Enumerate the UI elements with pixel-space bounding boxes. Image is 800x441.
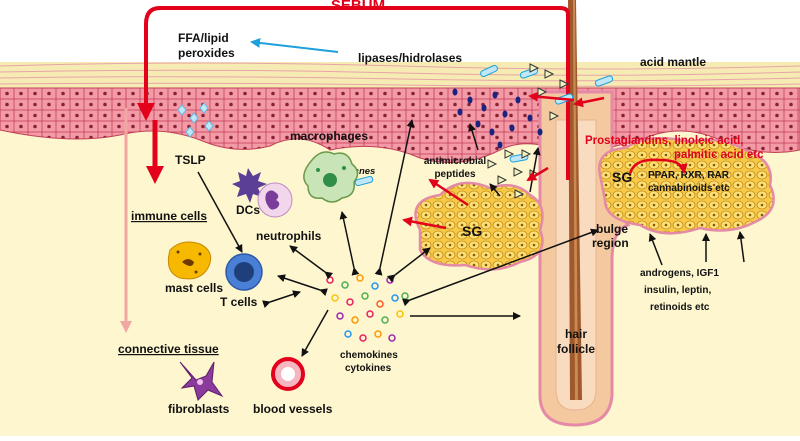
dendritic-cell [232,168,267,203]
chemokines-label-line1: chemokines [340,350,398,361]
fibroblasts-label: fibroblasts [168,402,230,416]
macrophage [303,151,359,203]
chemokine-cluster [326,274,409,342]
immune-cells-label: immune cells [131,209,207,223]
interaction-arrows [262,119,745,357]
prostaglandins-label-line2: palmitic acid etc [674,149,764,161]
dcs-label: DCs [236,203,260,217]
ffa-label-line2: peroxides [178,46,235,60]
prostaglandins-label-line1: Prostaglandins, linoleic acid, [585,135,743,147]
lipase-arrow [250,37,339,53]
mast-cell [167,241,212,280]
sebum-arrow [137,6,570,180]
sebum-label: SEBUM [331,0,385,14]
connective-tissue-label: connective tissue [118,342,219,356]
mast-cells-label: mast cells [165,281,223,295]
hair-follicle-label-line1: hair [565,327,587,341]
bulge-label-line1: bulge [596,222,628,236]
sg-left-label: SG [462,223,482,239]
bulge-label-line2: region [592,236,629,250]
lipid-droplets [452,88,543,149]
hair-follicle-label-line2: follicle [557,342,595,356]
ppar-label-line1: PPAR, RXR, RAR [648,170,730,181]
tslp-to-tcell-arrow [197,171,243,253]
neutrophil [257,182,293,218]
ffa-label-line1: FFA/lipid [178,31,229,45]
acid-mantle-label: acid mantle [640,55,706,69]
amp-label-line1: antimicrobial [424,156,486,167]
fibroblast [179,361,224,401]
tslp-diamonds [177,102,214,138]
amp-label-line2: peptides [434,169,476,180]
androgens-label-line1: androgens, IGF1 [640,268,719,279]
ppar-label-line2: cannabinoids etc [648,183,730,194]
tslp-label: TSLP [175,153,206,167]
antimicrobial-peptides [487,63,570,199]
blood-vessels-label: blood vessels [253,402,333,416]
stratum-corneum [0,62,800,88]
t-cells-label: T cells [220,295,258,309]
sg-right-label: SG [612,169,632,185]
neutrophils-label: neutrophils [256,229,322,243]
red-arrows [402,91,688,230]
t-cell [225,253,263,291]
chemokines-label-line2: cytokines [345,363,392,374]
blood-vessel [271,357,305,391]
macrophages-label: macrophages [290,129,368,143]
androgens-label-line2: insulin, leptin, [644,285,711,296]
androgens-label-line3: retinoids etc [650,302,710,313]
lipases-label: lipases/hidrolases [358,51,462,65]
